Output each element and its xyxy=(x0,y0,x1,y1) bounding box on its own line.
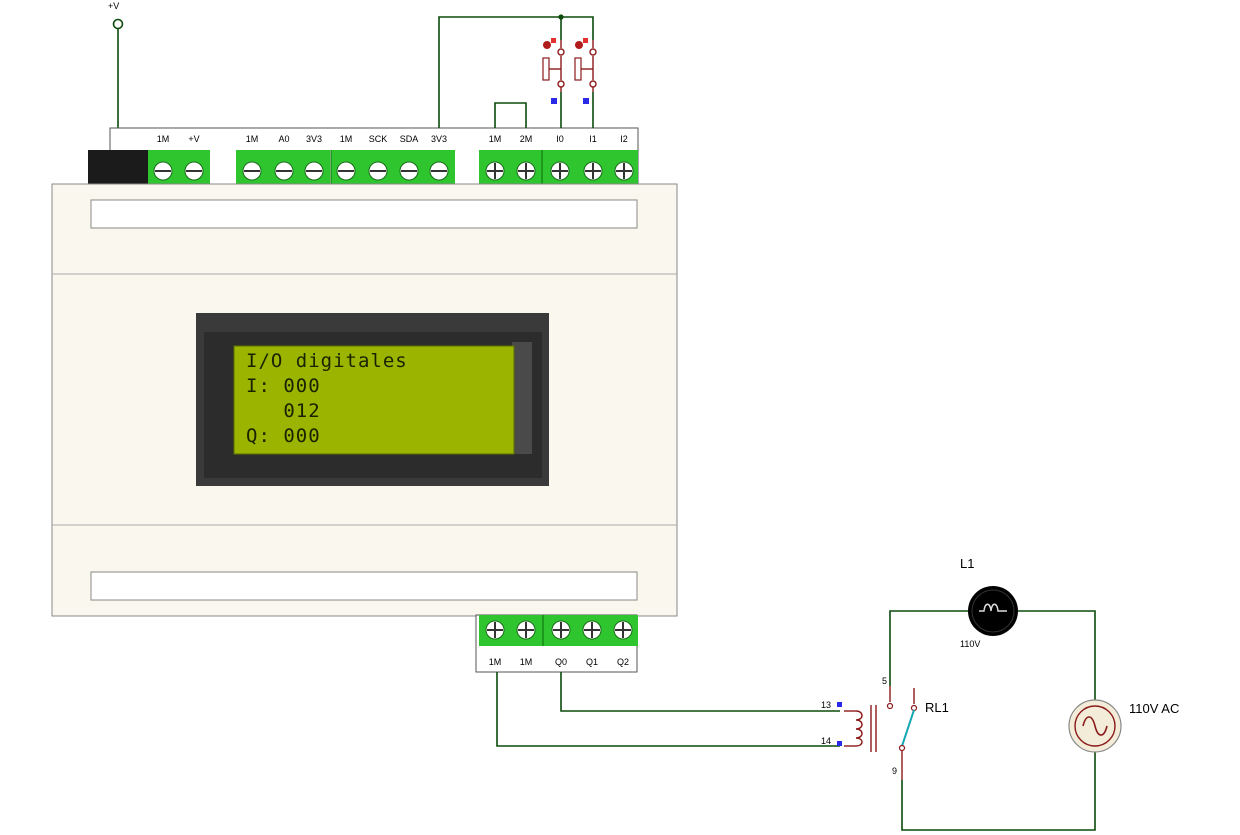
lcd-line-3: 012 xyxy=(246,400,321,422)
screw-terminal[interactable] xyxy=(516,161,536,181)
screw-terminal[interactable] xyxy=(583,161,603,181)
load-wiring xyxy=(889,610,1096,831)
pin-label-vplus: +V xyxy=(188,134,199,144)
supply-label: +V xyxy=(108,1,119,11)
relay-pin-14: 14 xyxy=(821,736,831,746)
screw-terminal[interactable] xyxy=(274,161,294,181)
pin-label-sck: SCK xyxy=(369,134,388,144)
output-wiring xyxy=(496,672,840,747)
lamp-label: L1 xyxy=(960,556,974,571)
pin-label-q2: Q2 xyxy=(617,657,629,667)
lcd-line-2: I: 000 xyxy=(246,375,321,397)
pushbutton-i0[interactable] xyxy=(542,38,565,104)
screw-terminal[interactable] xyxy=(485,620,505,640)
pin-label-1m: 1M xyxy=(157,134,170,144)
power-jack xyxy=(88,150,148,186)
pin-label-i0: I0 xyxy=(556,134,564,144)
screw-terminal[interactable] xyxy=(613,620,633,640)
pin-label-i2: I2 xyxy=(620,134,628,144)
screw-terminal[interactable] xyxy=(551,620,571,640)
pushbutton-i1[interactable] xyxy=(574,38,597,104)
screw-terminal[interactable] xyxy=(399,161,419,181)
relay-pin-13: 13 xyxy=(821,700,831,710)
relay-rl1[interactable]: 13 14 5 9 RL1 xyxy=(821,676,949,780)
pin-label-i1: I1 xyxy=(589,134,597,144)
pin-label-q0: Q0 xyxy=(555,657,567,667)
pin-label-3v3: 3V3 xyxy=(431,134,447,144)
pin-label-1m: 1M xyxy=(489,657,502,667)
screw-terminal[interactable] xyxy=(550,161,570,181)
lcd-display: I/O digitales I: 000 012 Q: 000 xyxy=(196,313,549,486)
relay-label: RL1 xyxy=(925,700,949,715)
plc-output-terminals: 1M 1M Q0 Q1 Q2 xyxy=(475,614,638,673)
screw-terminal[interactable] xyxy=(582,620,602,640)
screw-terminal[interactable] xyxy=(485,161,505,181)
lamp-rating: 110V xyxy=(960,639,980,649)
relay-armature xyxy=(901,709,915,747)
relay-coil xyxy=(855,710,863,747)
pin-label-1m: 1M xyxy=(340,134,353,144)
sine-wave-icon xyxy=(1082,716,1108,736)
pin-label-a0: A0 xyxy=(278,134,289,144)
lamp-l1[interactable]: L1 110V xyxy=(960,556,1018,649)
pin-label-1m: 1M xyxy=(489,134,502,144)
screw-terminal[interactable] xyxy=(184,161,204,181)
supply-terminal[interactable]: +V xyxy=(108,1,124,128)
pin-label-q1: Q1 xyxy=(586,657,598,667)
lcd-line-4: Q: 000 xyxy=(246,425,321,447)
screw-terminal[interactable] xyxy=(368,161,388,181)
screw-terminal[interactable] xyxy=(153,161,173,181)
screw-terminal[interactable] xyxy=(516,620,536,640)
pin-label-2m: 2M xyxy=(520,134,533,144)
screw-terminal[interactable] xyxy=(429,161,449,181)
input-wiring xyxy=(438,14,594,128)
plc-top-connector-area: 1M +V 1M A0 3V3 1M SCK SDA 3V3 1M 2M I0 … xyxy=(88,127,639,193)
screw-terminal[interactable] xyxy=(336,161,356,181)
pin-label-3v3: 3V3 xyxy=(306,134,322,144)
relay-pin-9: 9 xyxy=(892,766,897,776)
screw-terminal[interactable] xyxy=(614,161,634,181)
lcd-line-1: I/O digitales xyxy=(246,350,408,372)
ac-source[interactable]: 110V AC xyxy=(1068,699,1179,753)
pin-label-sda: SDA xyxy=(400,134,419,144)
pin-label-1m: 1M xyxy=(246,134,259,144)
pin-label-1m: 1M xyxy=(520,657,533,667)
relay-pin-5: 5 xyxy=(882,676,887,686)
ac-source-label: 110V AC xyxy=(1129,701,1179,716)
screw-terminal[interactable] xyxy=(304,161,324,181)
screw-terminal[interactable] xyxy=(242,161,262,181)
